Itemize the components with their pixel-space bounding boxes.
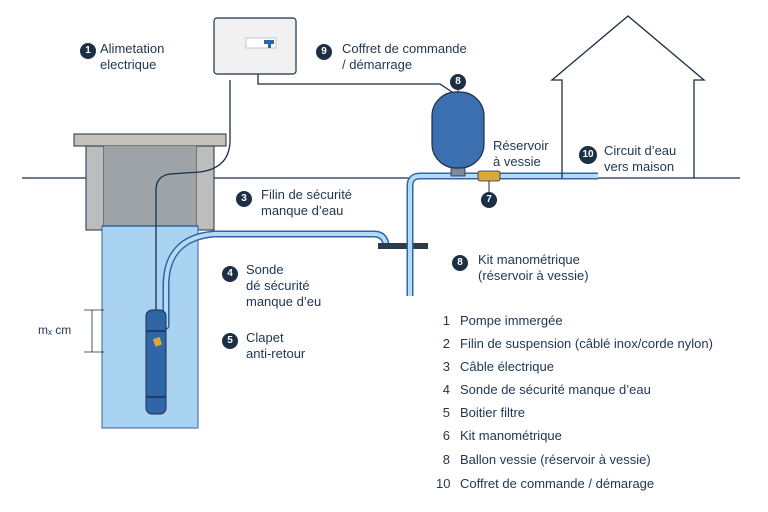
legend-text-3: Câble électrique	[460, 359, 554, 374]
control-cable	[257, 74, 453, 93]
legend-text-5: Boitier filtre	[460, 405, 526, 420]
legend-num-1: 1	[442, 313, 450, 328]
label-electric-supply-line2: electrique	[100, 57, 157, 72]
control-box-indicator-stem	[268, 44, 271, 48]
badge-8-tank: 8	[450, 74, 466, 90]
well-air-gap	[104, 146, 196, 230]
control-box-display	[245, 37, 277, 49]
check-valve	[477, 170, 501, 182]
label-probe-line1: Sonde	[246, 262, 284, 277]
badge-1: 1	[80, 43, 96, 59]
depth-label: mₓ cm	[38, 323, 72, 337]
label-pressure-kit-line2: (réservoir à vessie)	[478, 268, 589, 283]
bladder-tank	[431, 91, 485, 169]
legend-num-4: 4	[442, 382, 450, 397]
label-check-valve-line2: anti-retour	[246, 346, 306, 361]
pump-band-1	[146, 330, 166, 332]
label-house-circuit-line1: Circuit d’eau	[604, 143, 677, 158]
label-probe-line3: manque d’eu	[246, 294, 322, 309]
label-probe-line2: dé sécurité	[246, 278, 310, 293]
label-safety-line-line1: Filin de sécurité	[261, 187, 353, 202]
label-electric-supply-line1: Alimetation	[100, 41, 165, 56]
house-pipe	[408, 174, 598, 296]
well-wall-left	[85, 145, 105, 231]
label-safety-line-line2: manque d’eau	[261, 203, 344, 218]
badge-9: 9	[316, 44, 332, 60]
label-control-box-line2: / démarrage	[342, 57, 413, 72]
house-outline	[550, 15, 706, 178]
well-wall-right	[195, 145, 215, 231]
legend-text-2: Filin de suspension (câblé inox/corde ny…	[460, 336, 713, 351]
badge-10: 10	[579, 146, 597, 164]
legend-num-10: 10	[436, 476, 451, 491]
label-pressure-kit-line1: Kit manométrique	[478, 252, 580, 267]
control-box-indicator	[264, 40, 274, 44]
badge-3: 3	[236, 191, 252, 207]
submersible-pump	[145, 309, 167, 415]
legend-num-8: 8	[442, 452, 450, 467]
badge-5: 5	[222, 333, 238, 349]
label-check-valve-line1: Clapet	[246, 330, 284, 345]
legend-text-4: Sonde de sécurité manque d’eau	[460, 382, 651, 397]
badge-7: 7	[481, 192, 497, 208]
label-reservoir-line1: Réservoir	[493, 138, 549, 153]
pump-band-2	[146, 396, 166, 398]
rising-pipe	[164, 232, 388, 328]
electric-cable	[155, 80, 231, 318]
legend-num-6: 6	[442, 428, 450, 443]
pump-sensor	[152, 336, 163, 347]
badge-8-kit: 8	[452, 255, 468, 271]
label-control-box-line1: Coffret de commande	[342, 41, 467, 56]
legend-text-6: Kit manométrique	[460, 428, 562, 443]
pressure-kit-bar	[378, 243, 428, 249]
legend-text-8: Ballon vessie (réservoir à vessie)	[460, 452, 651, 467]
legend-num-5: 5	[442, 405, 450, 420]
label-house-circuit-line2: vers maison	[604, 159, 675, 174]
legend-num-2: 2	[442, 336, 450, 351]
badge-4: 4	[222, 266, 238, 282]
legend-text-10: Coffret de commande / démarage	[460, 476, 655, 491]
legend-num-3: 3	[442, 359, 450, 374]
label-reservoir-line2: à vessie	[493, 154, 541, 169]
well-cap	[73, 133, 227, 147]
legend-text-1: Pompe immergée	[460, 313, 563, 328]
